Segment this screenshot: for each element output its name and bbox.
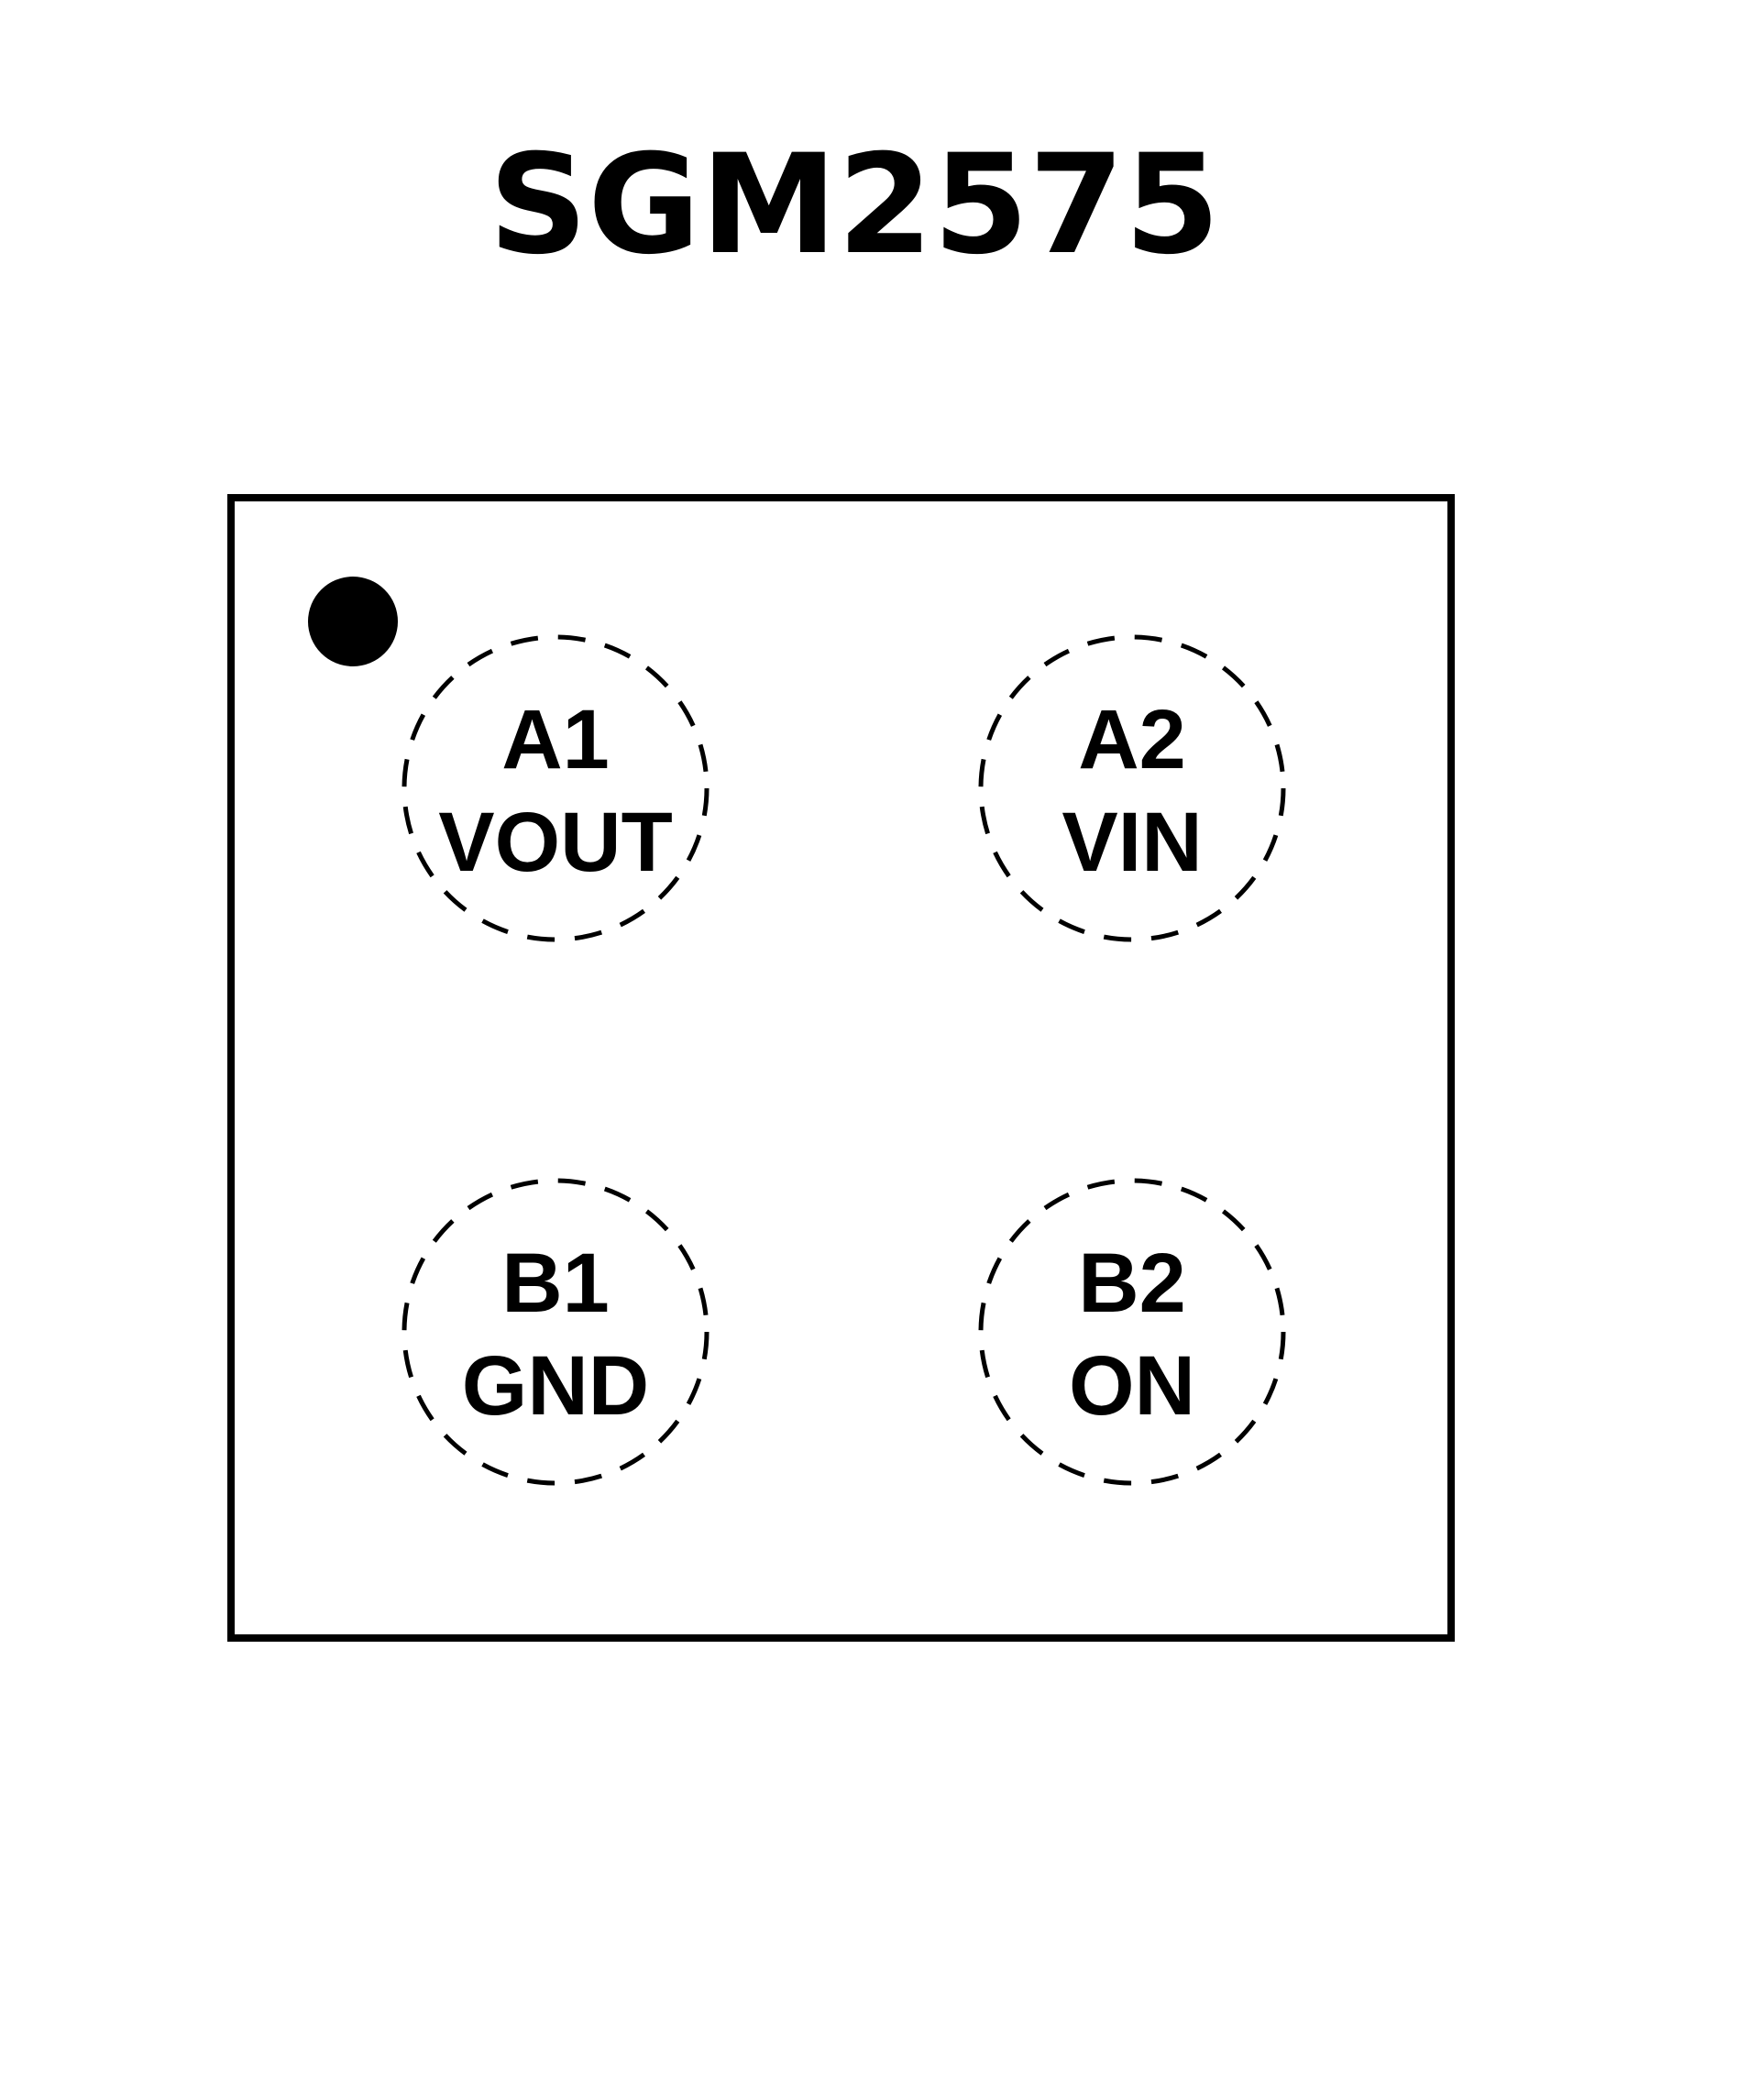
pin1-indicator-dot <box>308 577 398 666</box>
pin-b2-ball-outline <box>978 1178 1286 1486</box>
pin-a1-id: A1 <box>501 693 610 786</box>
pin-a2-name: VIN <box>1062 796 1202 889</box>
pin-b2-name: ON <box>1069 1339 1195 1433</box>
pin-b2: B2 ON <box>978 1178 1286 1486</box>
chip-title: SGM2575 <box>489 126 1220 285</box>
pin-b1-id: B1 <box>501 1237 610 1330</box>
pin-a1-ball-outline <box>402 634 710 942</box>
pin-a2: A2 VIN <box>978 634 1286 942</box>
package-outline <box>227 494 1455 1642</box>
pin-a2-ball-outline <box>978 634 1286 942</box>
pin-a2-id: A2 <box>1078 693 1186 786</box>
pin-b1-name: GND <box>462 1339 649 1433</box>
pin-b1-ball-outline <box>402 1178 710 1486</box>
pin-a1-name: VOUT <box>438 796 673 889</box>
pin-b2-id: B2 <box>1078 1237 1186 1330</box>
pin-b1: B1 GND <box>402 1178 710 1486</box>
pin-a1: A1 VOUT <box>402 634 710 942</box>
